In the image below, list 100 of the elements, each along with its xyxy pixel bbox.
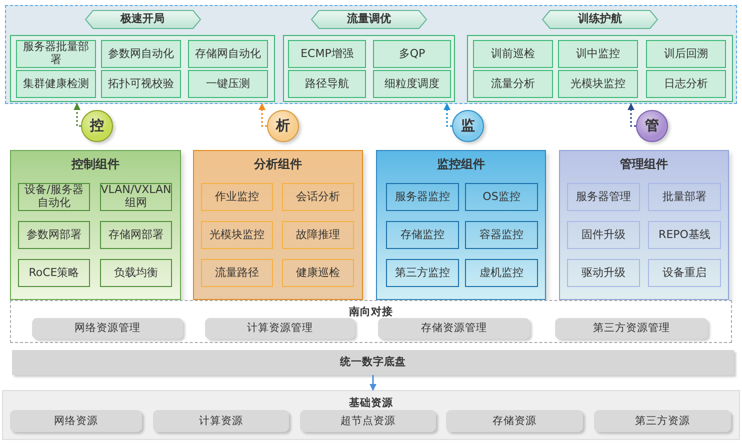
cell-label: 参数网自动化 [107, 46, 175, 62]
cell-label: 存储资源 [492, 414, 538, 429]
feature-cell [18, 183, 90, 211]
section-banner: 极速开局 [84, 10, 200, 29]
section-banner: 训练护航 [542, 10, 658, 29]
resource-bar [378, 318, 530, 339]
cell-label: 负载均衡 [113, 264, 159, 281]
feature-cell [558, 70, 638, 98]
cell-label: 光模块监控 [570, 76, 626, 92]
feature-cell [386, 259, 459, 287]
cell-label: 细粒度调度 [384, 76, 440, 92]
cell-label: 批量部署 [662, 188, 708, 205]
cell-label: 超节点资源 [340, 414, 396, 429]
panel-title: 分析组件 [252, 157, 303, 173]
arrow [628, 103, 636, 127]
feature-cell [201, 221, 273, 249]
resource-bar [300, 410, 436, 432]
arrow [370, 375, 376, 391]
feature-cell [648, 183, 721, 211]
cell-label: 网络资源管理 [74, 321, 142, 336]
feature-cell [567, 221, 640, 249]
cell-label: 路径导航 [304, 76, 350, 92]
feature-cell [201, 183, 273, 211]
section-banner: 流量调优 [311, 10, 427, 29]
cell-label: 训后回溯 [663, 46, 709, 62]
feature-cell [465, 221, 538, 249]
badge-circle [267, 110, 299, 142]
cell-label: REPO基线 [658, 226, 712, 243]
resource-bar [555, 318, 708, 339]
resource-bar [10, 410, 142, 432]
cell-label: 设备重启 [662, 264, 708, 281]
cell-label: 流量分析 [490, 76, 536, 92]
feature-cell [373, 40, 451, 68]
cell-label: 存储监控 [400, 226, 446, 243]
cell-label: 存储资源管理 [420, 321, 488, 336]
badge-circle [81, 110, 113, 142]
interface-panel [10, 300, 732, 343]
feature-cell [646, 70, 726, 98]
feature-cell [101, 70, 181, 98]
cell-label: 多QP [398, 46, 426, 62]
component-panel [10, 150, 181, 300]
resource-panel [2, 390, 740, 440]
platform-bar [12, 350, 734, 375]
panel-title: 控制组件 [70, 157, 120, 173]
cell-label: 参数网部署 [26, 226, 82, 243]
cell-label: 一键压测 [205, 76, 251, 92]
feature-cell [16, 40, 96, 68]
cell-label: 故障推理 [295, 226, 341, 243]
cell-label: 驱动升级 [580, 264, 626, 281]
arrow [74, 103, 81, 127]
cell-label: 拓扑可视校验 [107, 76, 175, 92]
resource-bar [32, 318, 183, 339]
feature-cell [288, 70, 366, 98]
feature-cell [567, 183, 640, 211]
resource-bar [446, 410, 583, 432]
feature-cell [465, 259, 538, 287]
cell-label: OS监控 [482, 188, 522, 205]
cell-label: 存储网部署 [108, 226, 164, 243]
cell-label: 网络资源 [53, 414, 99, 429]
feature-cell [282, 221, 354, 249]
cell-label: 设备/服务器自动化 [24, 184, 84, 210]
feature-cell [648, 259, 721, 287]
feature-cell [282, 259, 354, 287]
feature-cell [18, 221, 90, 249]
arrow [258, 103, 267, 127]
cell-label: 光模块监控 [208, 226, 266, 243]
resource-bar [205, 318, 355, 339]
cell-label: 存储网自动化 [194, 46, 262, 62]
feature-cell [558, 40, 638, 68]
component-panel [193, 150, 363, 300]
feature-cell [188, 40, 268, 68]
panel-title: 基础资源 [348, 396, 394, 411]
feature-cell [386, 221, 459, 249]
cell-label: 作业监控 [214, 188, 260, 205]
cell-label: 第三方资源管理 [592, 321, 671, 336]
cell-label: 计算资源 [198, 414, 244, 429]
feature-cell [465, 183, 538, 211]
cell-label: VLAN/VXLAN组网 [101, 184, 171, 210]
cell-label: 虚机监控 [478, 264, 524, 281]
cell-label: 固件升级 [580, 226, 626, 243]
resource-bar [594, 410, 731, 432]
feature-cell [648, 221, 721, 249]
arrow [444, 103, 452, 127]
cell-label: 集群健康检测 [22, 76, 90, 92]
feature-cell [373, 70, 451, 98]
cell-label: 会话分析 [295, 188, 341, 205]
feature-cell [282, 183, 354, 211]
cell-label: 日志分析 [663, 76, 709, 92]
resource-bar [153, 410, 289, 432]
badge-label: 监 [460, 116, 476, 136]
cell-label: 健康巡检 [295, 264, 341, 281]
component-panel [376, 150, 546, 300]
badge-circle [452, 110, 484, 142]
feature-cell [473, 70, 553, 98]
badge-label: 管 [644, 116, 660, 136]
cell-label: ECMP增强 [300, 46, 354, 62]
cell-label: 统一数字底盘 [338, 354, 407, 370]
cell-label: 训前巡检 [490, 46, 536, 62]
panel-title: 南向对接 [348, 304, 394, 320]
feature-cell [567, 259, 640, 287]
